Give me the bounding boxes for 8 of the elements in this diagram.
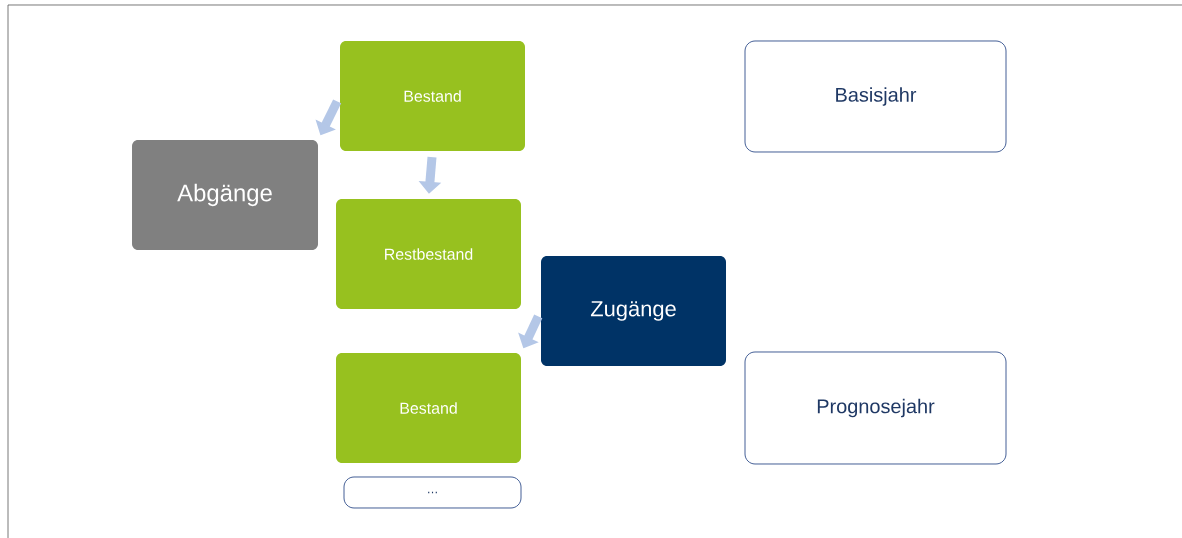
- label-box: Basisjahr: [744, 40, 1007, 153]
- process-box: Bestand: [336, 353, 521, 463]
- process-box: Abgänge: [132, 140, 318, 250]
- process-box: Zugänge: [541, 256, 726, 366]
- label-box: …: [343, 476, 522, 509]
- label-box: Prognosejahr: [744, 351, 1007, 465]
- process-box: Restbestand: [336, 199, 521, 309]
- process-box: Bestand: [340, 41, 525, 151]
